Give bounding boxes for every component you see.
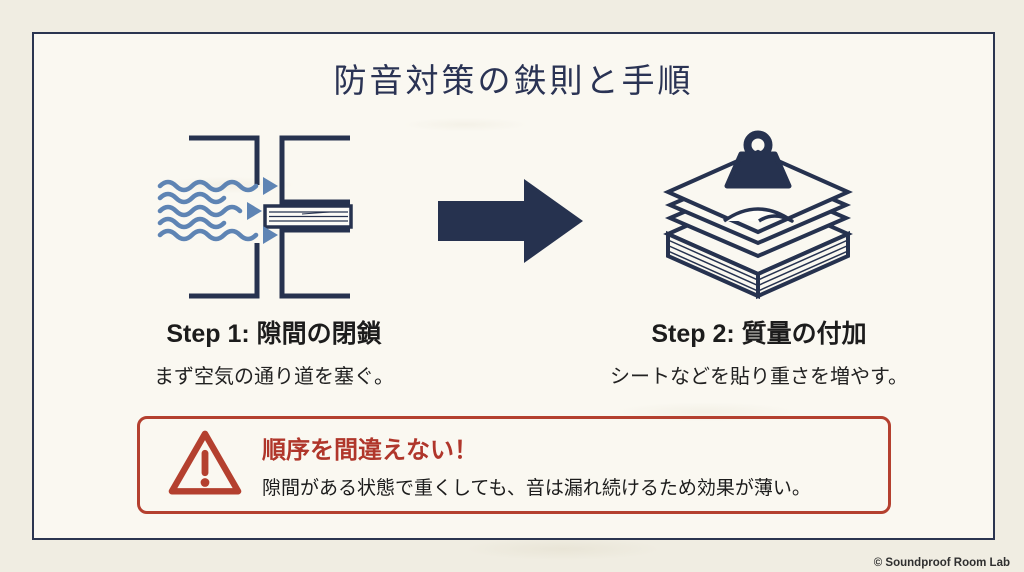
warning-title: 順序を間違えない！	[262, 437, 478, 464]
warning-text-block: 順序を間違えない！ 隙間がある状態で重くしても、音は漏れ続けるため効果が薄い。	[262, 430, 811, 500]
step2-title: Step 2: 質量の付加	[651, 320, 867, 348]
wall-right	[279, 135, 350, 299]
wave-arrowheads	[247, 177, 278, 244]
gap-sealing-illustration	[157, 135, 353, 299]
main-card: 防音対策の鉄則と手順	[32, 32, 995, 540]
warning-triangle-icon	[168, 430, 242, 494]
step2-description: シートなどを貼り重さを増やす。	[610, 366, 908, 388]
weight-icon	[724, 130, 792, 189]
warning-icon-wrap	[166, 427, 244, 504]
step1-description: まず空気の通り道を塞ぐ。	[154, 366, 394, 388]
sheet-top	[663, 149, 853, 235]
curled-corner	[722, 207, 794, 223]
mass-layers-illustration	[663, 130, 853, 300]
right-arrow-icon	[438, 179, 583, 263]
page-title: 防音対策の鉄則と手順	[333, 62, 694, 99]
plank-icon	[263, 204, 353, 229]
step1-title: Step 1: 隙間の閉鎖	[166, 320, 382, 348]
step1-text-block: Step 1: 隙間の閉鎖 まず空気の通り道を塞ぐ。	[74, 314, 474, 389]
footer-credit: © Soundproof Room Lab	[873, 557, 1010, 569]
sound-waves-icon	[157, 179, 259, 242]
warning-body: 隙間がある状態で重くしても、音は漏れ続けるため効果が薄い。	[262, 478, 811, 499]
step2-text-block: Step 2: 質量の付加 シートなどを貼り重さを増やす。	[554, 314, 964, 389]
wall-left	[189, 135, 260, 299]
warning-box: 順序を間違えない！ 隙間がある状態で重くしても、音は漏れ続けるため効果が薄い。	[137, 416, 891, 514]
